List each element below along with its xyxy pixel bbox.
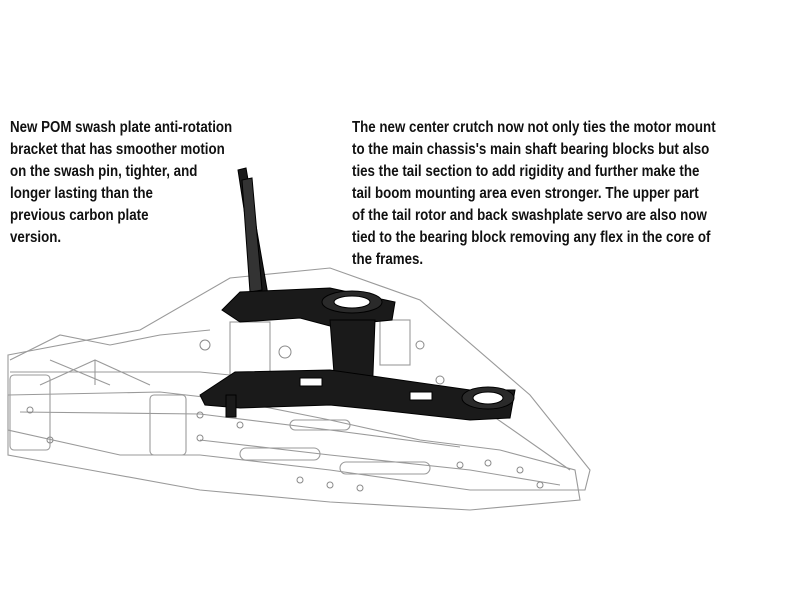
caption-right: The new center crutch now not only ties … bbox=[352, 117, 716, 271]
caption-right-line: tied to the bearing block removing any f… bbox=[352, 229, 711, 246]
center-crutch bbox=[199, 167, 516, 421]
caption-left-line: bracket that has smoother motion bbox=[10, 141, 225, 158]
caption-left-line: on the swash pin, tighter, and bbox=[10, 163, 198, 180]
caption-right-line: ties the tail section to add rigidity an… bbox=[352, 163, 700, 180]
caption-left-line: longer lasting than the bbox=[10, 185, 153, 202]
caption-left-line: version. bbox=[10, 229, 62, 246]
caption-right-line: The new center crutch now not only ties … bbox=[352, 119, 716, 136]
caption-left-line: New POM swash plate anti-rotation bbox=[10, 119, 233, 136]
caption-left-line: previous carbon plate bbox=[10, 207, 149, 224]
mounting-holes bbox=[26, 339, 544, 492]
caption-right-line: tail boom mounting area even stronger. T… bbox=[352, 185, 699, 202]
caption-right-line: the frames. bbox=[352, 251, 424, 268]
caption-right-line: of the tail rotor and back swashplate se… bbox=[352, 207, 707, 224]
caption-right-line: to the main chassis's main shaft bearing… bbox=[352, 141, 710, 158]
caption-left: New POM swash plate anti-rotation bracke… bbox=[10, 117, 232, 249]
